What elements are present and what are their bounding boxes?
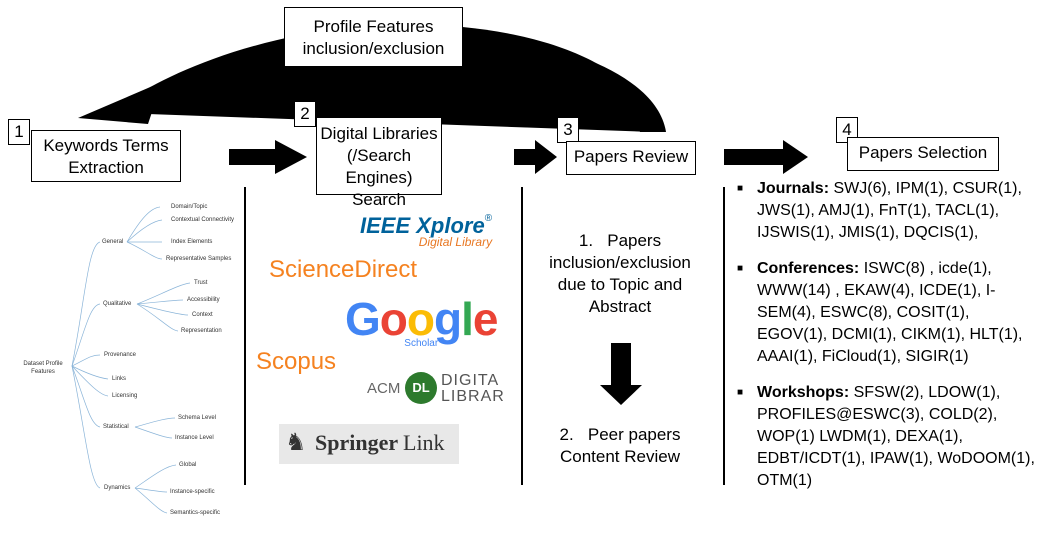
tree-qualitative-4: Representation (181, 328, 222, 334)
arrow-down-review (600, 343, 642, 405)
google-scholar-logo: Google Scholar (345, 293, 499, 349)
journals-label: Journals: (757, 180, 830, 197)
google-word: Google (345, 293, 499, 345)
step3-box: Papers Review (566, 141, 696, 175)
google-scholar-sub: Scholar (404, 338, 439, 349)
step1-number: 1 (8, 119, 30, 145)
tree-qualitative: Qualitative (103, 301, 132, 307)
step3-line1: Papers Review (573, 147, 689, 166)
tree-general-3: Index Elements (171, 239, 213, 245)
acm-text: ACM (367, 380, 401, 397)
tree-licensing: Licensing (112, 393, 138, 399)
google-letter: o (379, 293, 408, 345)
ieee-xplore-logo: IEEE Xplore® Digital Library (360, 213, 492, 249)
acm-dl-badge: DL (405, 372, 437, 404)
step2-line3: Search (352, 190, 406, 209)
google-letter: e (472, 293, 499, 345)
review-item-1-first: 1. Papers (578, 231, 662, 250)
google-letter: g (434, 293, 462, 345)
tree-dynamics-3: Semantics-specific (170, 510, 221, 516)
springer-horse-icon: ♞ (285, 429, 307, 456)
springer-link-logo: ♞ Springer Link (279, 424, 459, 464)
springer-link-text: Link (403, 430, 445, 455)
step4-line1: Papers Selection (858, 143, 988, 162)
tree-general-1: Domain/Topic (171, 204, 208, 210)
sciencedirect-logo: ScienceDirect (269, 256, 418, 283)
step1-box: Keywords Terms Extraction (31, 130, 181, 182)
step1-line2: Extraction (68, 158, 144, 177)
tree-qualitative-1: Trust (194, 280, 208, 286)
separator-3 (723, 187, 725, 485)
review-item-1-line3: due to Topic and (557, 275, 683, 294)
tree-dynamics: Dynamics (104, 485, 131, 491)
profile-line2: inclusion/exclusion (302, 39, 445, 58)
step4-box: Papers Selection (847, 137, 999, 171)
google-letter: l (461, 293, 474, 345)
journals-text: SWJ(6), IPM(1), CSUR(1), JWS(1), AMJ(1),… (757, 180, 1022, 241)
tree-provenance: Provenance (104, 352, 137, 358)
tree-general-2: Contextual Connectivity (171, 217, 235, 223)
tree-statistical: Statistical (103, 424, 129, 430)
workshops-label: Workshops: (757, 384, 850, 401)
step3-number: 3 (557, 117, 579, 143)
tree-dynamics-2: Instance-specific (170, 489, 215, 495)
ieee-reg: ® (484, 213, 493, 224)
tree-qualitative-3: Context (192, 312, 213, 318)
separator-2 (521, 187, 523, 485)
conferences-text: ISWC(8) , icde(1), WWW(14) , EKAW(4), IC… (757, 260, 1023, 365)
profile-features-box: Profile Features inclusion/exclusion (284, 7, 463, 67)
google-letter: G (345, 293, 381, 345)
tree-statistical-2: Instance Level (175, 435, 214, 441)
google-letter: o (406, 293, 435, 345)
step2-number: 2 (294, 101, 316, 127)
profile-features-tree-lines (71, 206, 191, 514)
step2-line1: Digital Libraries (320, 124, 438, 143)
scopus-logo: Scopus (256, 348, 337, 375)
tree-dynamics-1: Global (179, 462, 197, 468)
tree-statistical-1: Schema Level (178, 415, 217, 421)
ieee-main: IEEE Xplore (360, 213, 485, 238)
workshops-item: Workshops: SFSW(2), LDOW(1), PROFILES@ES… (737, 382, 1042, 492)
step1-line1: Keywords Terms (43, 136, 169, 155)
selection-list: Journals: SWJ(6), IPM(1), CSUR(1), JWS(1… (737, 178, 1042, 506)
tree-links: Links (112, 376, 127, 382)
springer-text: Springer (315, 430, 399, 455)
workshops-text: SFSW(2), LDOW(1), PROFILES@ESWC(3), COLD… (757, 384, 1035, 489)
separator-1 (244, 187, 246, 485)
tree-qualitative-2: Accessibility (187, 297, 220, 303)
tree-root: Dataset Profile Features (23, 361, 63, 375)
tree-general-4: Representative Samples (166, 256, 232, 262)
review-item-2-first: 2. Peer papers (559, 425, 681, 444)
journals-item: Journals: SWJ(6), IPM(1), CSUR(1), JWS(1… (737, 178, 1042, 244)
review-item-1-line4: Abstract (588, 297, 652, 316)
acm-line2: LIBRAR (441, 388, 505, 405)
review-item-2: 2. Peer papers Content Review (532, 424, 708, 468)
step2-line2: (/Search Engines) (345, 146, 413, 187)
step2-box: Digital Libraries (/Search Engines) Sear… (316, 117, 442, 209)
review-item-1-line2: inclusion/exclusion (549, 253, 691, 272)
arrow-3-4 (724, 140, 808, 174)
step4-number: 4 (836, 117, 858, 143)
tree-general: General (102, 239, 124, 245)
arrow-1-2 (229, 140, 307, 174)
review-item-2-line2: Content Review (559, 447, 680, 466)
conferences-item: Conferences: ISWC(8) , icde(1), WWW(14) … (737, 258, 1042, 368)
acm-line1: DIGITA (441, 372, 500, 389)
conferences-label: Conferences: (757, 260, 860, 277)
profile-line1: Profile Features (313, 17, 434, 36)
ieee-sub: Digital Library (418, 235, 493, 249)
review-item-1: 1. Papers inclusion/exclusion due to Top… (532, 230, 708, 318)
arrow-2-3 (514, 140, 557, 174)
